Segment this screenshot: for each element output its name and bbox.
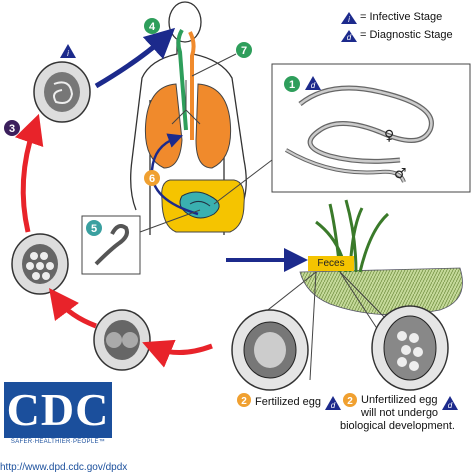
cdc-tagline: SAFER·HEALTHIER·PEOPLE™ (10, 439, 106, 445)
step-5-marker: 5 (86, 220, 102, 236)
legend-infective-label: = Infective Stage (360, 11, 443, 23)
larva-connector (139, 209, 201, 233)
legend-diagnostic-icon (341, 30, 357, 42)
feces-label: Feces (308, 256, 354, 271)
dev-arrow-multicell-to-embryonated (14, 113, 44, 233)
step-1-marker: 1 d (284, 76, 321, 92)
svg-text:d: d (331, 401, 336, 410)
fertilized-diagnostic-icon: d (325, 396, 341, 410)
unfertilized-egg-label-2: will not undergo (361, 407, 439, 419)
step-4-marker: 4 (144, 18, 160, 34)
infective-stage-icon: i (60, 44, 76, 58)
dev-arrow-2cell-to-multicell (48, 288, 97, 329)
male-symbol: ♂ (394, 166, 407, 182)
cdc-logo: CDC (4, 382, 112, 438)
airway-path (176, 28, 196, 140)
step-7-connector (191, 53, 237, 77)
unfertilized-egg-large (371, 305, 449, 391)
svg-text:2: 2 (347, 396, 353, 407)
svg-text:1: 1 (289, 79, 295, 91)
lungs (144, 80, 232, 169)
unfertilized-egg-label-3: biological development. (340, 420, 455, 432)
svg-text:5: 5 (91, 223, 97, 235)
step-7-marker: 7 (236, 42, 252, 58)
step-6-marker: 6 (144, 170, 160, 186)
step-2-marker-unfertilized: 2 (343, 393, 357, 407)
legend-infective-icon (341, 12, 357, 24)
egg-stage-two-cell (93, 309, 151, 371)
svg-text:6: 6 (149, 173, 155, 185)
step-3-marker: 3 (4, 120, 20, 136)
step-2-marker-fertilized: 2 (237, 393, 251, 407)
legend-infective-symbol: i (348, 15, 350, 24)
adult-worms-box (271, 63, 471, 193)
fertilized-egg-large (231, 309, 309, 391)
ingestion-arrow (94, 27, 176, 89)
unfertilized-diagnostic-icon: d (442, 396, 458, 410)
svg-text:3: 3 (9, 123, 15, 135)
svg-text:d: d (448, 401, 453, 410)
worms-connector (213, 159, 273, 205)
legend-diagnostic-symbol: d (347, 33, 352, 42)
source-url[interactable]: http://www.dpd.cdc.gov/dpdx (0, 462, 128, 473)
svg-text:4: 4 (149, 21, 156, 33)
svg-text:7: 7 (241, 45, 247, 57)
unfertilized-egg-label-1: Unfertilized egg (361, 394, 438, 406)
svg-text:d: d (311, 81, 316, 90)
legend-diagnostic-label: = Diagnostic Stage (360, 29, 453, 41)
egg-stage-embryonated (33, 61, 91, 123)
cdc-logo-block: CDC SAFER·HEALTHIER·PEOPLE™ (0, 378, 120, 462)
egg-stage-multicell (11, 233, 69, 295)
svg-text:2: 2 (241, 396, 247, 407)
svg-text:i: i (67, 49, 69, 58)
fertilized-egg-label: Fertilized egg (255, 396, 322, 408)
female-symbol: ♀ (384, 128, 394, 144)
dev-arrow-egg-to-2cell (142, 339, 213, 368)
